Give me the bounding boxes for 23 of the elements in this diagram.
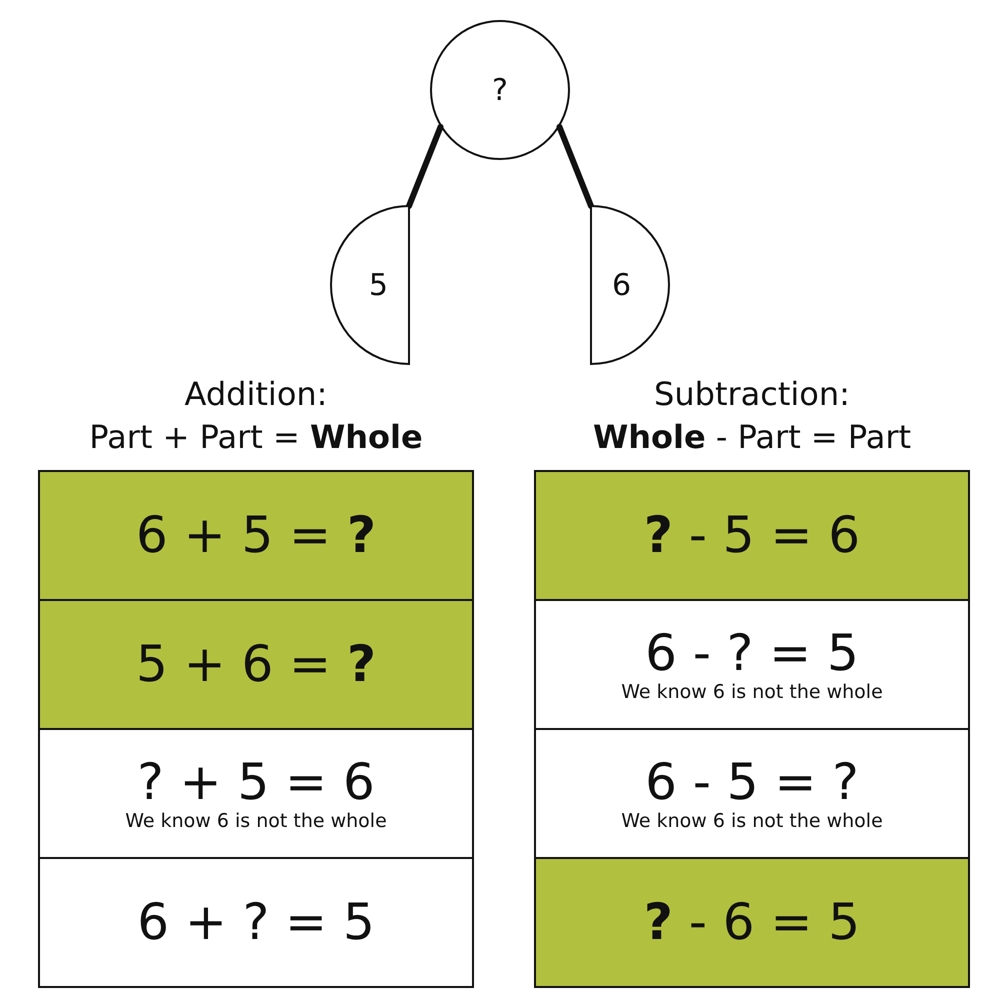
connector-line — [406, 124, 444, 209]
equation: ? - 5 = 6 — [644, 508, 860, 563]
equation: 6 - 5 = ? — [645, 755, 859, 810]
equation: 6 - ? = 5 — [645, 626, 859, 681]
note-text: We know 6 is not the whole — [621, 681, 883, 703]
equation: ? - 6 = 5 — [644, 895, 860, 950]
whole-circle — [430, 20, 570, 160]
equation: ? + 5 = 6 — [137, 755, 375, 810]
column-heading: Subtraction: — [653, 375, 851, 413]
part-semicircle — [590, 205, 670, 365]
equation: 5 + 6 = ? — [136, 637, 376, 692]
connector-line — [556, 124, 594, 209]
number-label: 6 — [612, 268, 632, 302]
number-label: 5 — [368, 268, 388, 302]
part-semicircle — [330, 205, 410, 365]
formula-heading: Whole - Part = Part — [592, 418, 912, 456]
equation: 6 + ? = 5 — [137, 895, 375, 950]
number-label: ? — [492, 72, 508, 108]
note-text: We know 6 is not the whole — [621, 810, 883, 832]
column-heading: Addition: — [184, 375, 328, 413]
equation: 6 + 5 = ? — [136, 508, 376, 563]
formula-heading: Part + Part = Whole — [88, 418, 424, 456]
note-text: We know 6 is not the whole — [125, 810, 387, 832]
